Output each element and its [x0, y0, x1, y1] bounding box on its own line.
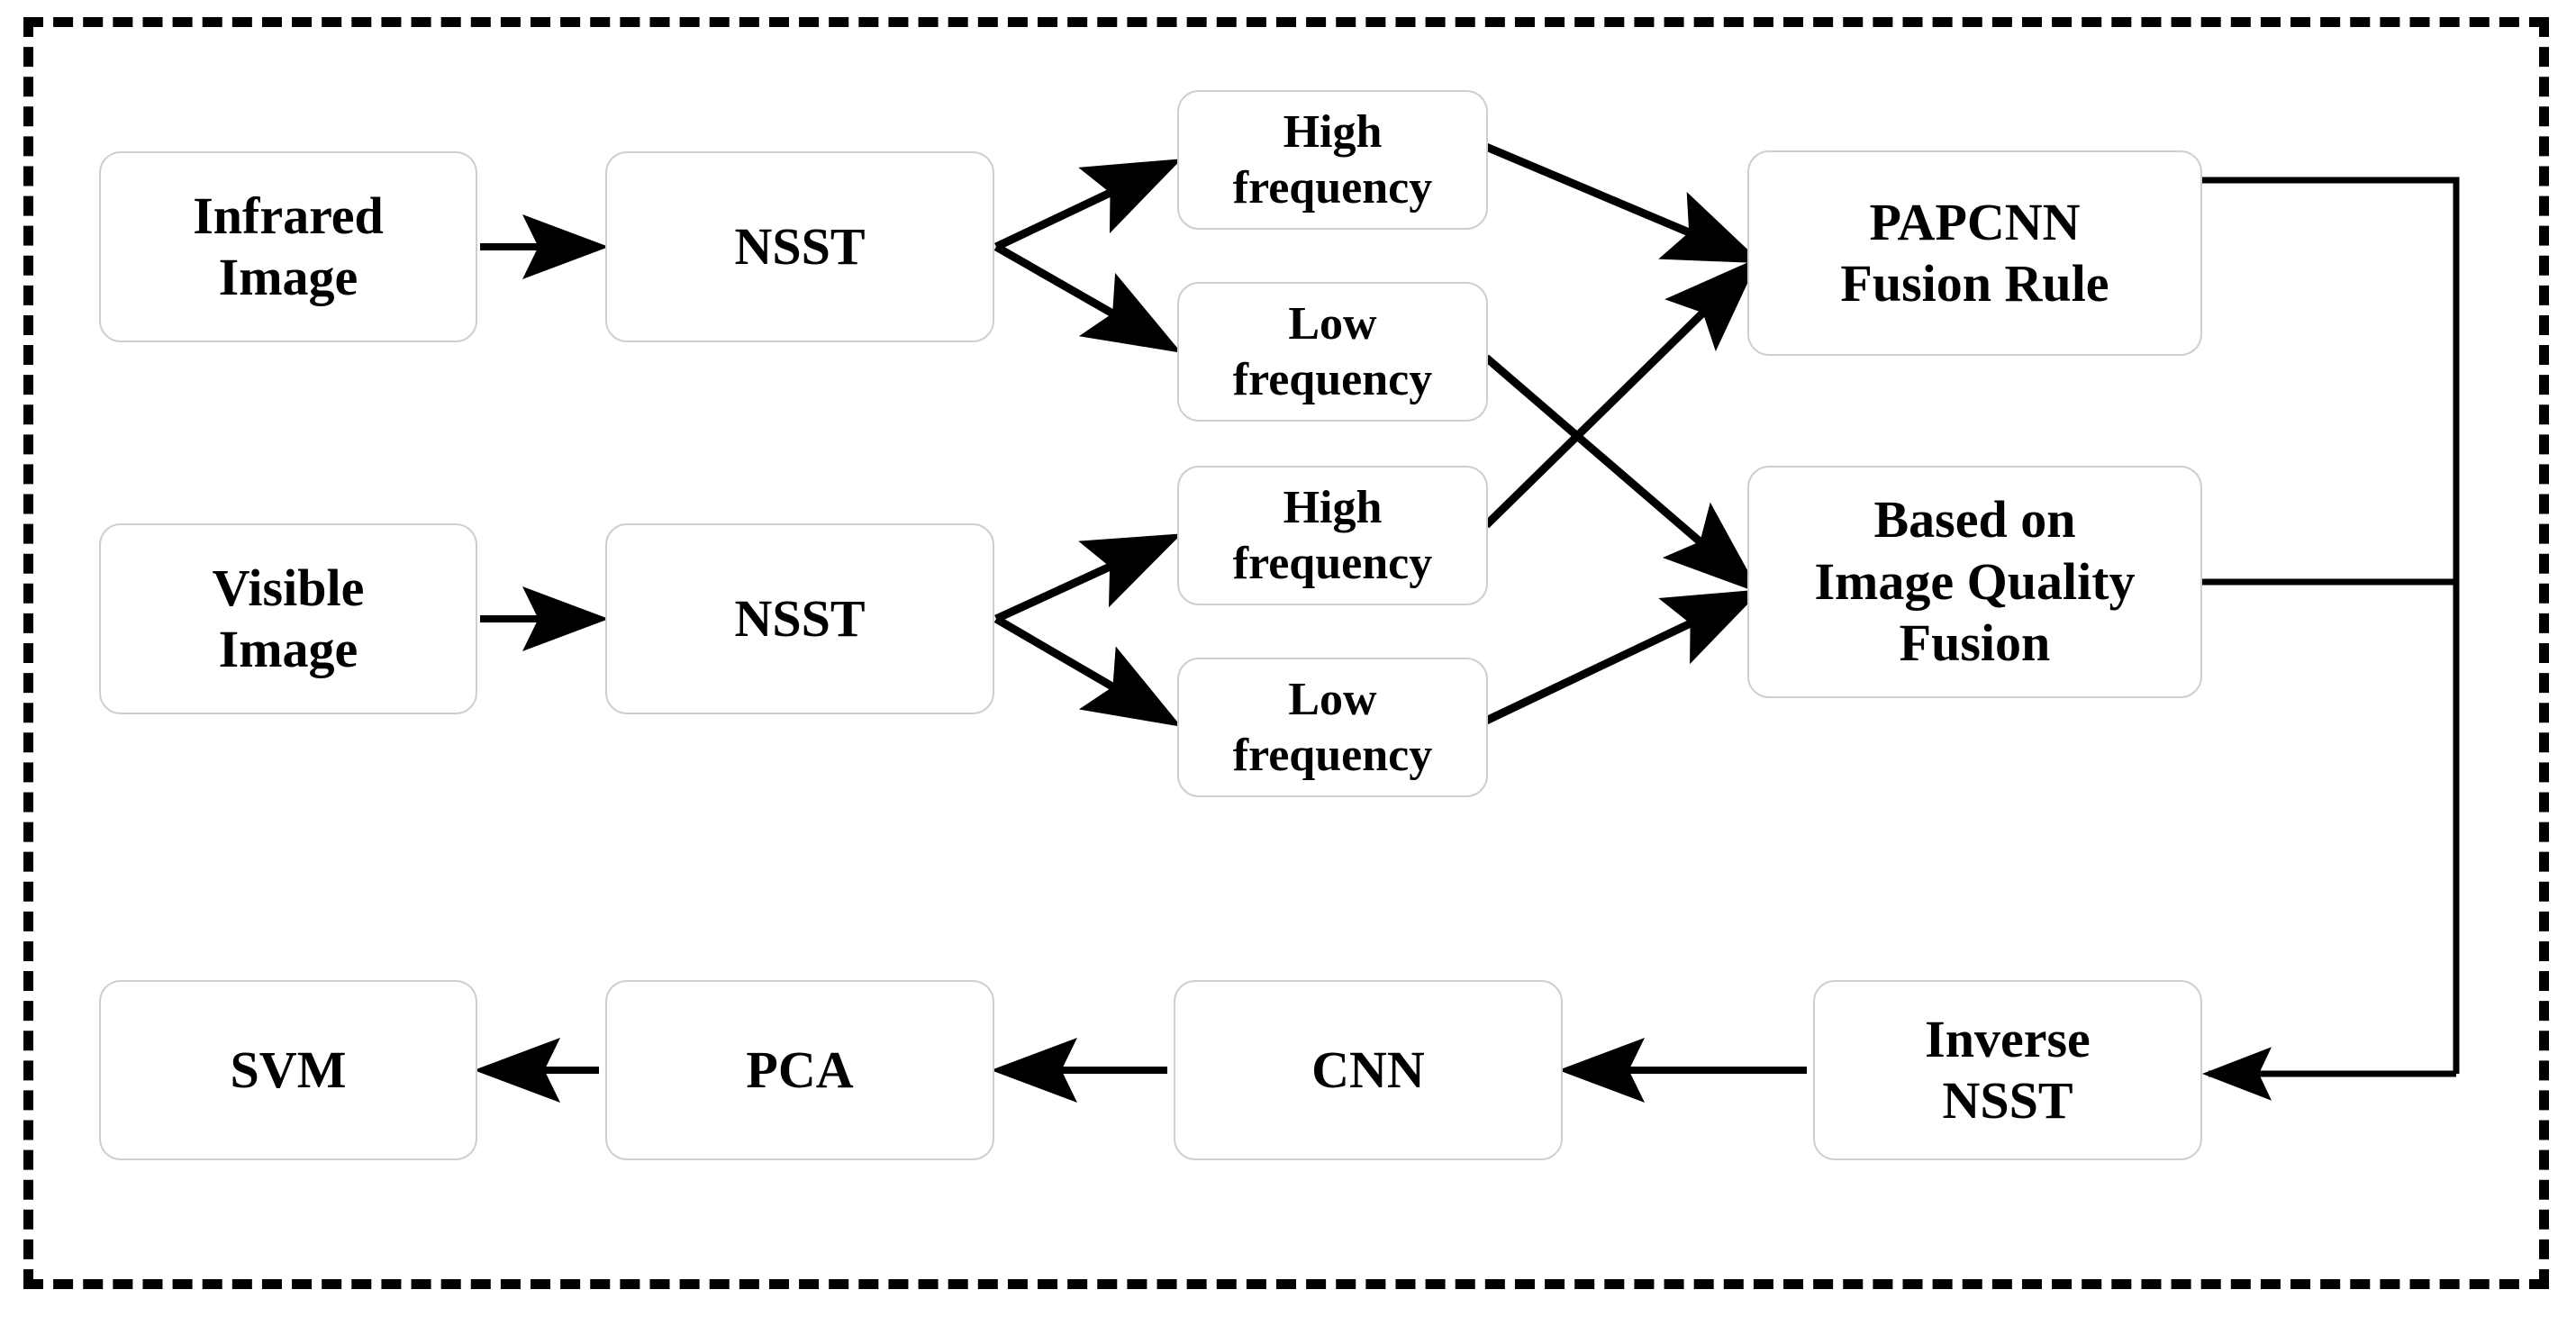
- node-high-frequency-visible[interactable]: High frequency: [1177, 466, 1488, 605]
- node-nsst-visible[interactable]: NSST: [605, 523, 994, 714]
- node-svm[interactable]: SVM: [99, 980, 477, 1160]
- node-visible-image[interactable]: Visible Image: [99, 523, 477, 714]
- node-infrared-image[interactable]: Infrared Image: [99, 151, 477, 342]
- node-low-frequency-infrared[interactable]: Low frequency: [1177, 282, 1488, 422]
- node-high-frequency-infrared[interactable]: High frequency: [1177, 90, 1488, 230]
- node-label: High frequency: [1232, 106, 1433, 213]
- node-label: Based on Image Quality Fusion: [1814, 490, 2136, 673]
- node-label: PAPCNN Fusion Rule: [1840, 192, 2109, 313]
- node-label: NSST: [734, 588, 866, 648]
- node-cnn[interactable]: CNN: [1174, 980, 1563, 1160]
- node-label: Low frequency: [1232, 298, 1433, 405]
- node-label: CNN: [1311, 1040, 1425, 1099]
- node-papcnn-fusion-rule[interactable]: PAPCNN Fusion Rule: [1747, 150, 2202, 356]
- node-label: High frequency: [1232, 482, 1433, 589]
- dashed-outer-frame: [23, 17, 2549, 1289]
- node-label: Infrared Image: [193, 186, 384, 306]
- node-nsst-infrared[interactable]: NSST: [605, 151, 994, 342]
- node-label: Inverse NSST: [1925, 1009, 2091, 1130]
- node-inverse-nsst[interactable]: Inverse NSST: [1813, 980, 2202, 1160]
- node-label: Low frequency: [1232, 674, 1433, 781]
- node-pca[interactable]: PCA: [605, 980, 994, 1160]
- node-image-quality-fusion[interactable]: Based on Image Quality Fusion: [1747, 466, 2202, 698]
- node-label: PCA: [746, 1040, 854, 1099]
- node-low-frequency-visible[interactable]: Low frequency: [1177, 658, 1488, 797]
- node-label: SVM: [230, 1040, 347, 1099]
- node-label: NSST: [734, 216, 866, 276]
- node-label: Visible Image: [212, 558, 365, 678]
